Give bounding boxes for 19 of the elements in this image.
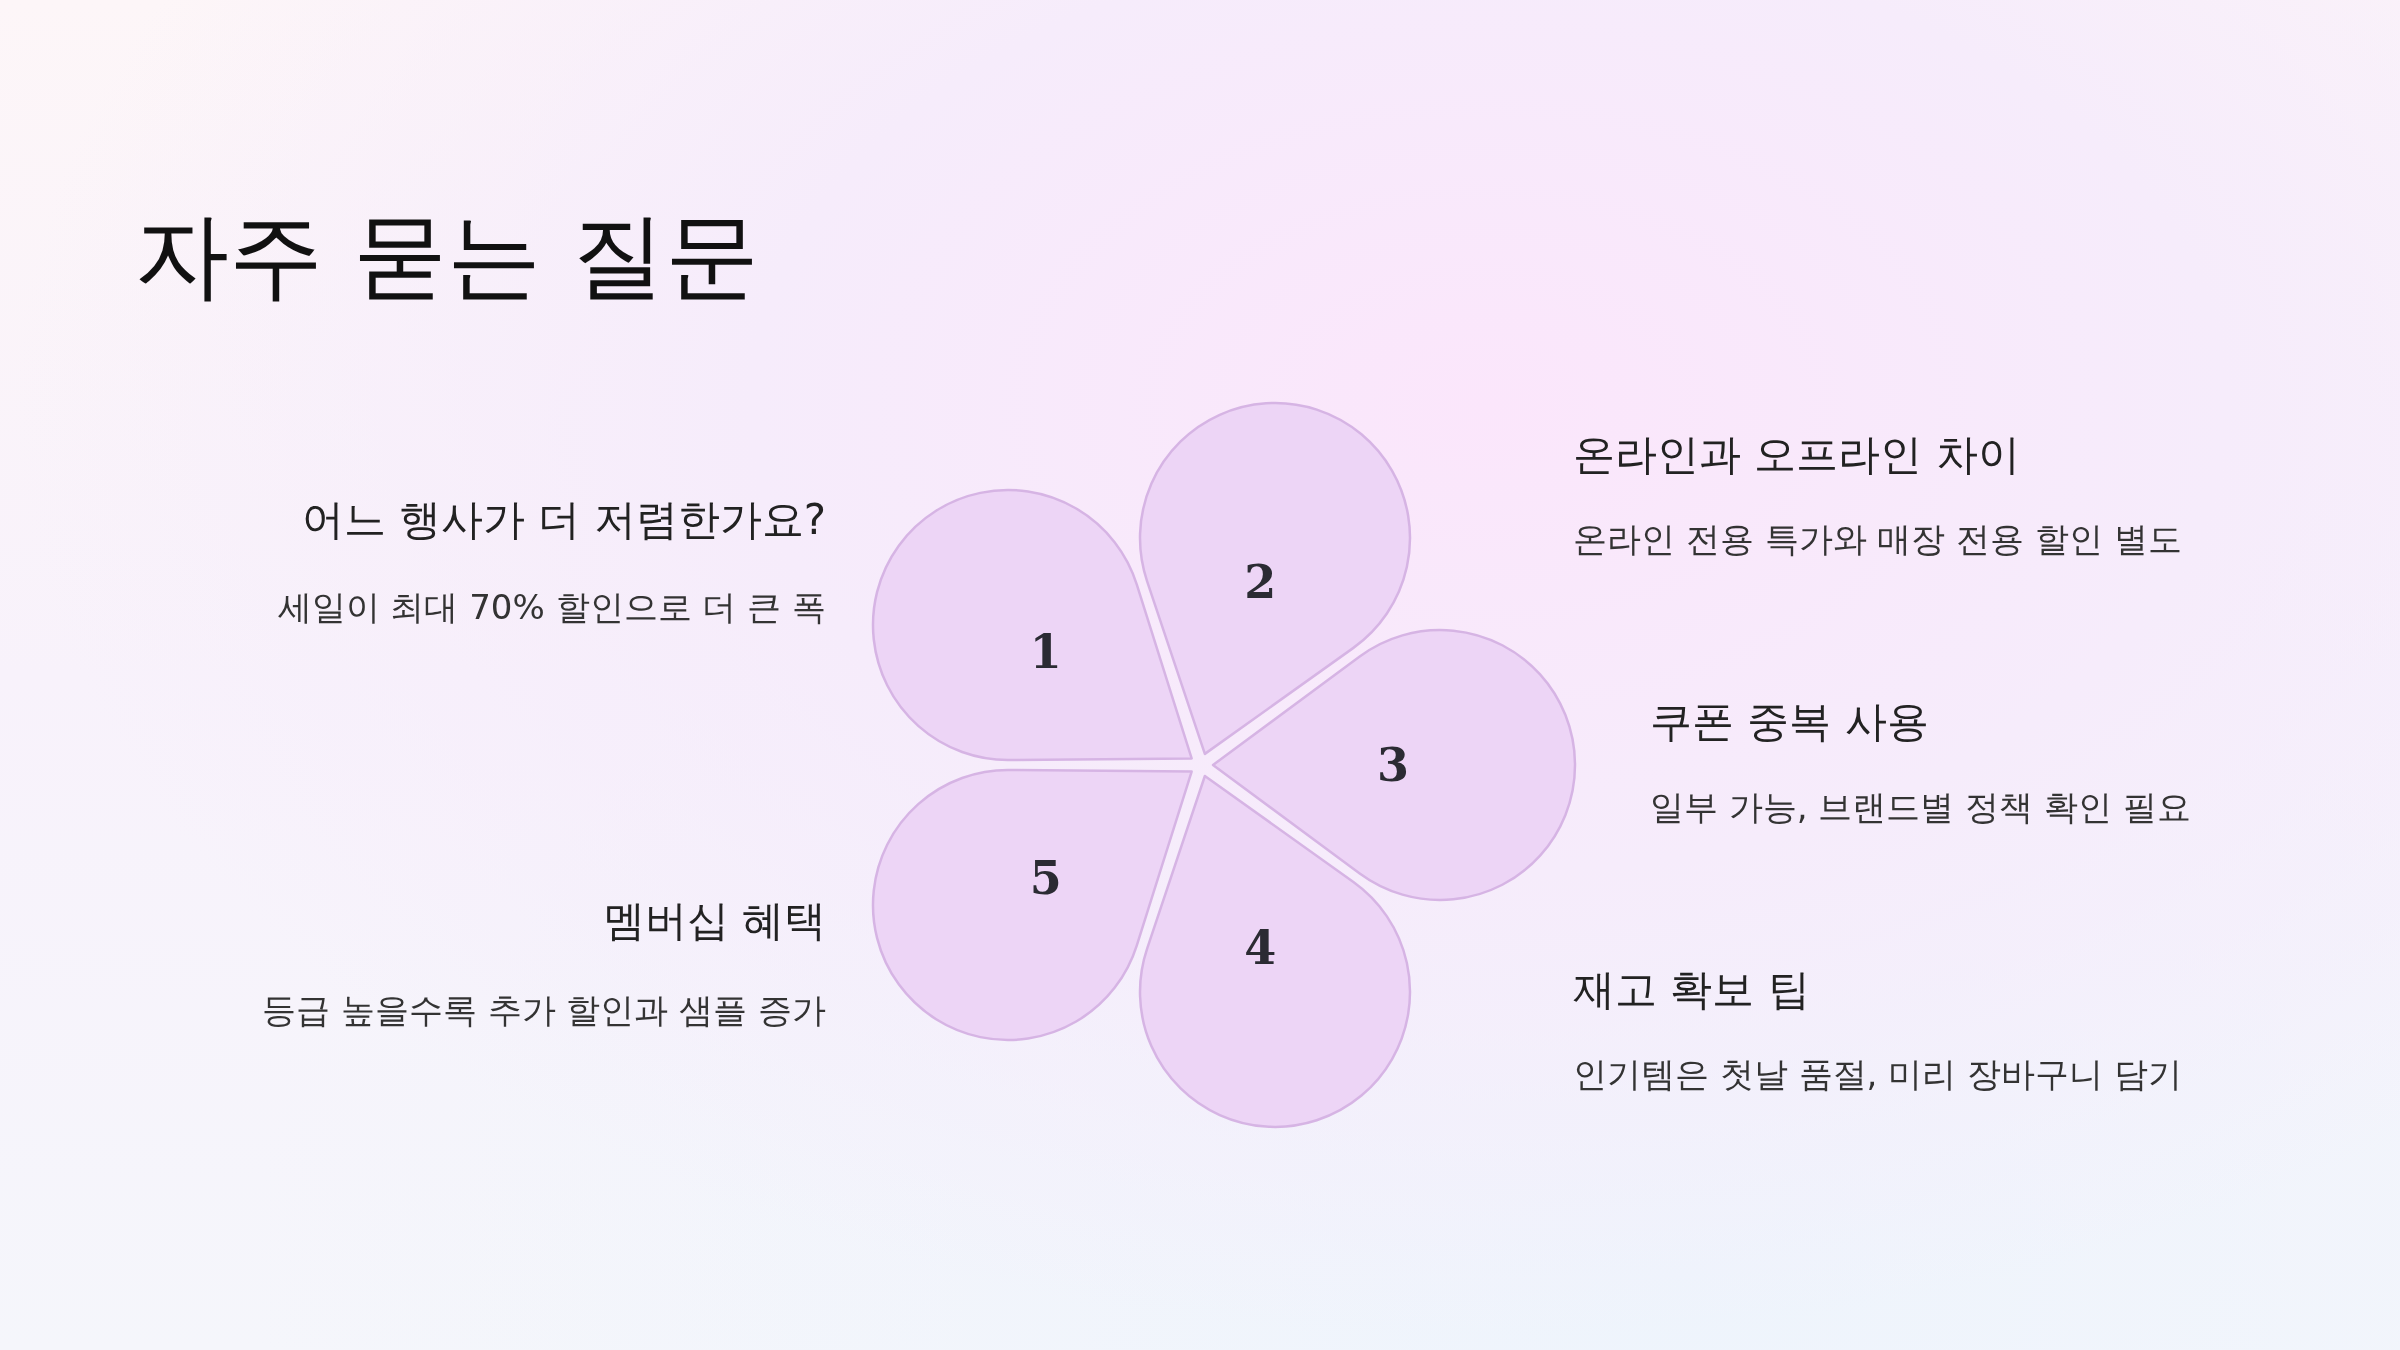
question-heading: 어느 행사가 더 저렴한가요?	[301, 494, 826, 546]
petal-number: 3	[1377, 742, 1409, 788]
question-heading: 쿠폰 중복 사용	[1650, 696, 1929, 748]
question-heading: 재고 확보 팁	[1573, 964, 1810, 1016]
question-heading: 멤버십 혜택	[602, 895, 826, 947]
petal-shape	[870, 768, 1194, 1043]
petal-number: 4	[1244, 924, 1277, 971]
title: 자주 묻는 질문	[135, 200, 759, 312]
petal-number: 1	[1029, 629, 1062, 676]
answer-text: 인기템은 첫날 품절, 미리 장바구니 담기	[1573, 1053, 2182, 1095]
question-heading: 온라인과 오프라인 차이	[1573, 429, 2020, 481]
answer-text: 온라인 전용 특가와 매장 전용 할인 별도	[1573, 518, 2182, 560]
petal-number: 2	[1244, 559, 1277, 606]
petal-shape	[870, 487, 1194, 762]
petal-number: 5	[1029, 854, 1062, 901]
answer-text: 등급 높을수록 추가 할인과 샘플 증가	[261, 989, 826, 1031]
answer-text: 세일이 최대 70% 할인으로 더 큰 폭	[277, 586, 826, 628]
petal-shape	[1211, 628, 1577, 902]
answer-text: 일부 가능, 브랜드별 정책 확인 필요	[1650, 786, 2191, 828]
